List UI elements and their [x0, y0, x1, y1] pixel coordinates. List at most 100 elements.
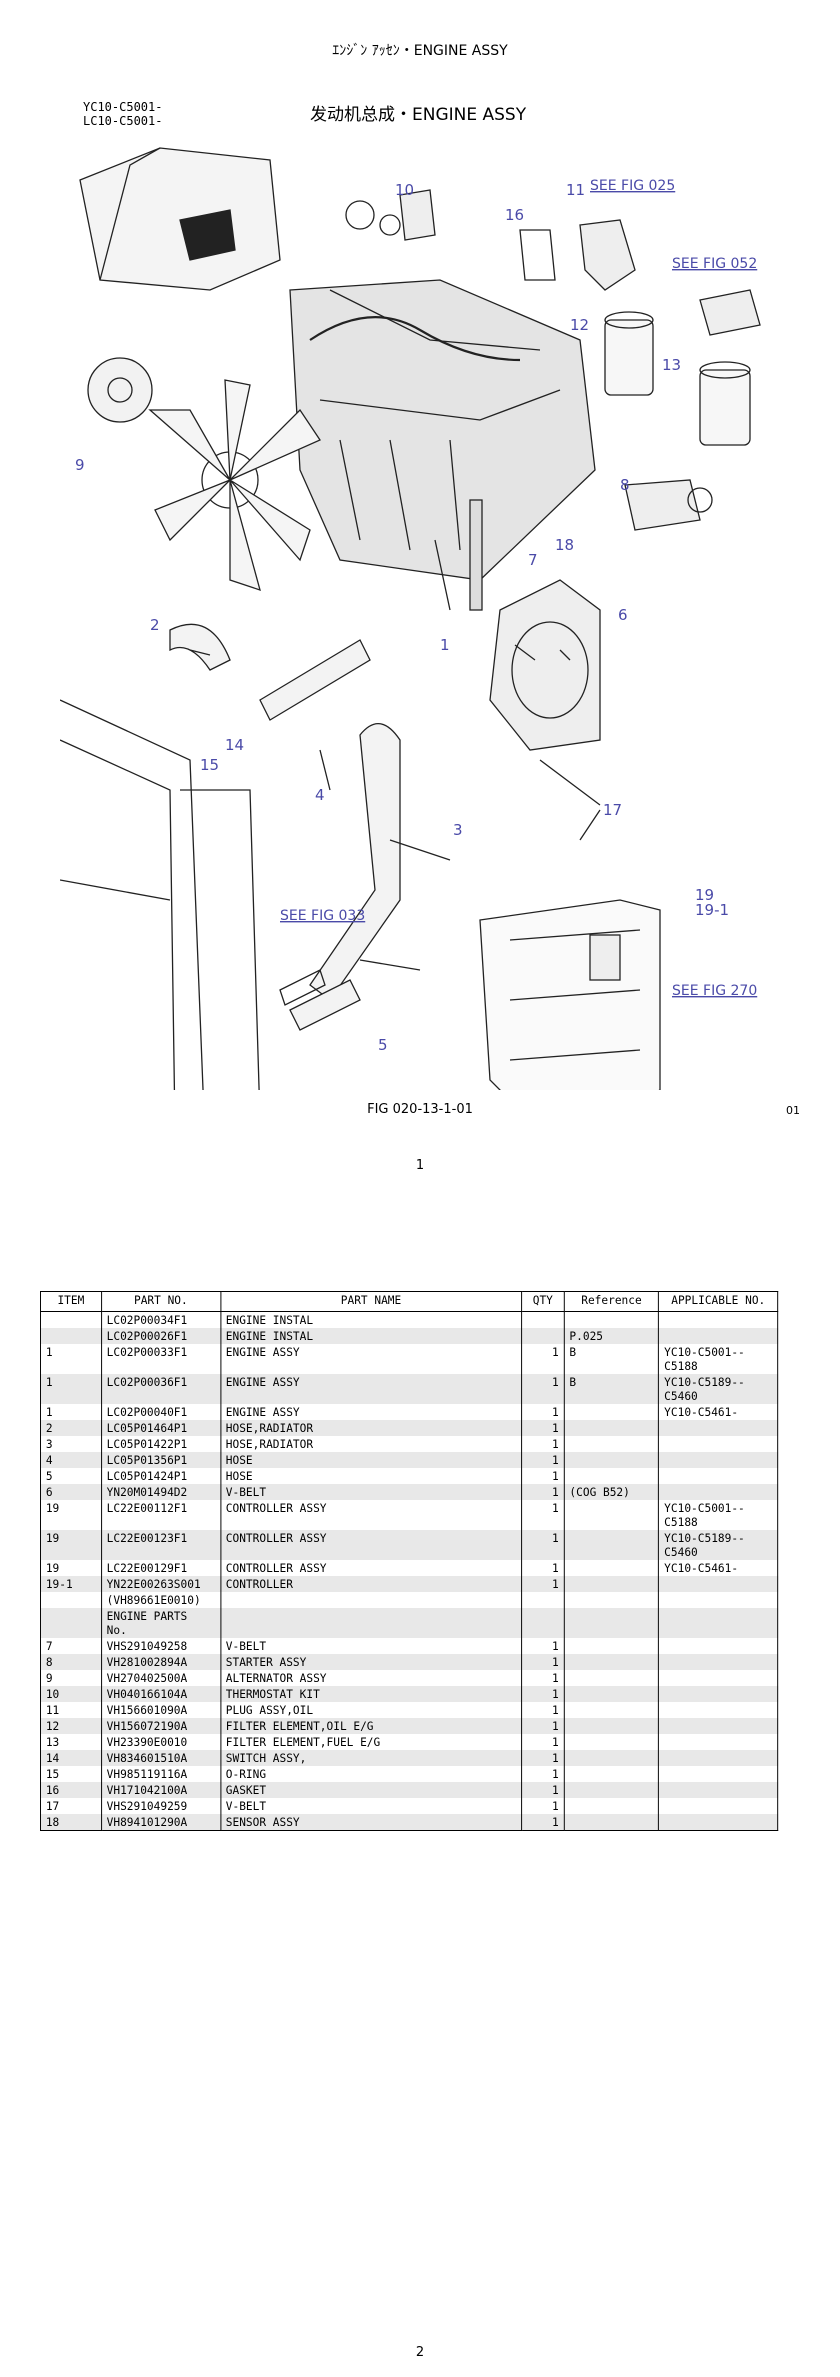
cell-qty: 1 [521, 1468, 565, 1484]
cell-item: 10 [40, 1686, 102, 1702]
cell-qty [521, 1608, 565, 1638]
cell-reference [563, 1608, 660, 1638]
see-fig-052-link[interactable]: SEE FIG 052 [672, 256, 757, 272]
callout-19-1: 19-1 [695, 901, 729, 919]
cell-part-no: VH156072190A [100, 1718, 221, 1734]
table-row: (VH89661E0010) [40, 1592, 779, 1608]
cell-part-name: ENGINE ASSY [219, 1404, 523, 1420]
cell-qty: 1 [521, 1638, 565, 1654]
cell-item: 15 [40, 1766, 102, 1782]
page-title: 发动机总成・ENGINE ASSY [310, 105, 527, 125]
cell-qty: 1 [521, 1718, 565, 1734]
cell-part-no: VH834601510A [100, 1750, 221, 1766]
model-line-1: YC10-C5001- [83, 100, 163, 114]
cell-reference [563, 1734, 660, 1750]
callout-7: 7 [528, 551, 538, 569]
cell-reference: B [563, 1374, 660, 1404]
engine-exploded-diagram: 10 16 11 12 13 9 8 18 7 6 1 2 14 15 4 3 … [60, 147, 761, 1090]
cell-reference [563, 1718, 660, 1734]
cell-part-name: ENGINE ASSY [219, 1374, 523, 1404]
cell-applicable-no: YC10-C5189-- C5460 [658, 1530, 779, 1560]
see-fig-270-link[interactable]: SEE FIG 270 [672, 983, 757, 999]
cell-reference: P.025 [563, 1328, 660, 1344]
cell-reference [563, 1576, 660, 1592]
cell-part-name: V-BELT [219, 1484, 523, 1500]
cell-applicable-no [658, 1670, 779, 1686]
callout-12: 12 [570, 316, 589, 334]
cell-applicable-no [658, 1452, 779, 1468]
cell-item: 8 [40, 1654, 102, 1670]
cell-item: 11 [40, 1702, 102, 1718]
cell-part-no: VH270402500A [100, 1670, 221, 1686]
cell-part-name: SENSOR ASSY [219, 1814, 523, 1831]
cell-reference [563, 1311, 660, 1328]
cell-part-name: CONTROLLER ASSY [219, 1560, 523, 1576]
cell-item: 1 [40, 1404, 102, 1420]
cell-applicable-no [658, 1782, 779, 1798]
cell-part-name: V-BELT [219, 1798, 523, 1814]
cell-reference: B [563, 1344, 660, 1374]
cell-part-name: THERMOSTAT KIT [219, 1686, 523, 1702]
cell-part-no: LC02P00033F1 [100, 1344, 221, 1374]
cell-part-no: YN22E00263S001 [100, 1576, 221, 1592]
cell-qty: 1 [521, 1374, 565, 1404]
cell-part-name: GASKET [219, 1782, 523, 1798]
cell-part-no: (VH89661E0010) [100, 1592, 221, 1608]
cell-part-no: VH156601090A [100, 1702, 221, 1718]
callout-5: 5 [378, 1036, 388, 1054]
cell-part-name: V-BELT [219, 1638, 523, 1654]
cell-part-name: HOSE,RADIATOR [219, 1436, 523, 1452]
see-fig-025-link[interactable]: SEE FIG 025 [590, 178, 675, 194]
cell-reference [563, 1420, 660, 1436]
cell-reference [563, 1468, 660, 1484]
cell-part-no: VHS291049259 [100, 1798, 221, 1814]
cell-qty [521, 1311, 565, 1328]
cell-part-no: LC05P01464P1 [100, 1420, 221, 1436]
cell-item: 6 [40, 1484, 102, 1500]
model-line-2: LC10-C5001- [83, 114, 163, 128]
cell-item: 2 [40, 1420, 102, 1436]
cell-qty: 1 [521, 1404, 565, 1420]
cell-part-no: LC05P01422P1 [100, 1436, 221, 1452]
cell-qty: 1 [521, 1344, 565, 1374]
cell-applicable-no [658, 1420, 779, 1436]
cell-part-no: VH985119116A [100, 1766, 221, 1782]
cell-applicable-no: YC10-C5461- [658, 1560, 779, 1576]
cell-part-no: VH171042100A [100, 1782, 221, 1798]
cell-qty: 1 [521, 1436, 565, 1452]
callout-13: 13 [662, 356, 681, 374]
cell-applicable-no [658, 1718, 779, 1734]
cell-reference [563, 1686, 660, 1702]
cell-applicable-no [658, 1734, 779, 1750]
col-part-name: PART NAME [219, 1291, 523, 1312]
cell-item: 1 [40, 1374, 102, 1404]
cell-qty [521, 1592, 565, 1608]
cell-item: 1 [40, 1344, 102, 1374]
cell-part-no: LC02P00034F1 [100, 1311, 221, 1328]
cell-item [40, 1592, 102, 1608]
callout-6: 6 [618, 606, 628, 624]
see-fig-033-link[interactable]: SEE FIG 033 [280, 908, 365, 924]
cell-part-name: HOSE [219, 1452, 523, 1468]
cell-qty: 1 [521, 1798, 565, 1814]
cell-part-name: ALTERNATOR ASSY [219, 1670, 523, 1686]
callout-1: 1 [440, 636, 450, 654]
cell-part-name: FILTER ELEMENT,OIL E/G [219, 1718, 523, 1734]
cell-qty: 1 [521, 1654, 565, 1670]
cell-applicable-no [658, 1484, 779, 1500]
col-reference: Reference [563, 1291, 660, 1312]
cell-item: 19 [40, 1530, 102, 1560]
cell-applicable-no: YC10-C5189-- C5460 [658, 1374, 779, 1404]
cell-part-no: VHS291049258 [100, 1638, 221, 1654]
cell-item: 3 [40, 1436, 102, 1452]
cell-part-name: O-RING [219, 1766, 523, 1782]
cell-applicable-no: YC10-C5001-- C5188 [658, 1500, 779, 1530]
